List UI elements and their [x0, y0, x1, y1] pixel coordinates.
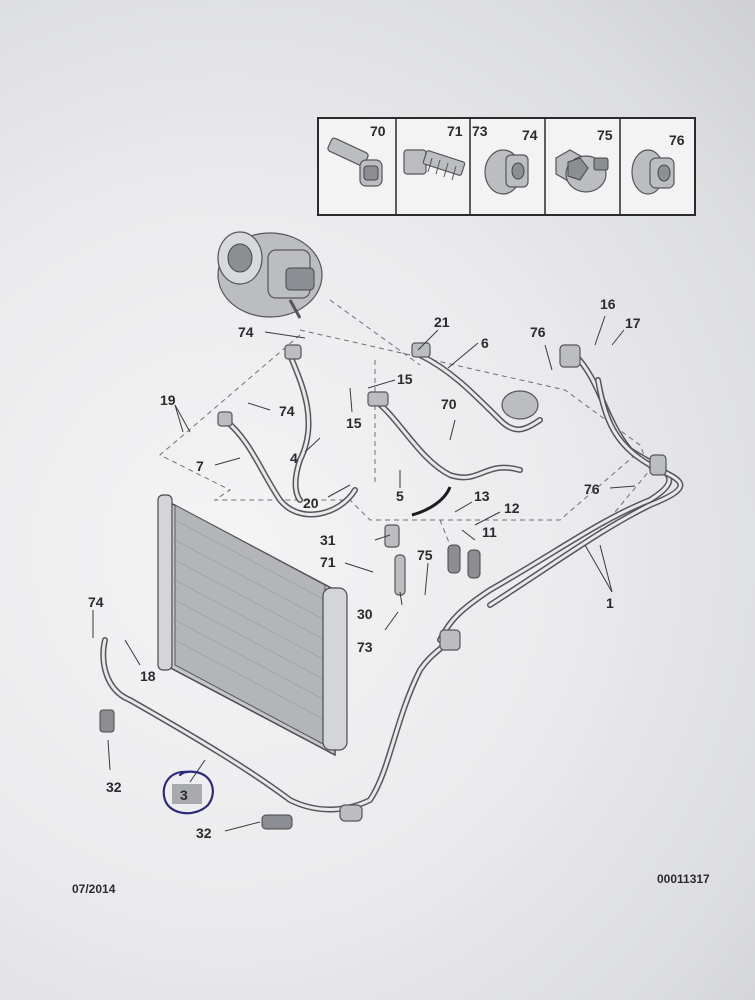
flange-nut-icon — [484, 149, 529, 195]
mounting-outline — [159, 299, 651, 546]
callout-74-mid: 74 — [279, 403, 295, 419]
stud-icon — [403, 149, 466, 181]
callout-32-bottom: 32 — [196, 825, 212, 841]
callout-74-left: 74 — [88, 594, 104, 610]
callout-71: 71 — [320, 554, 336, 570]
document-date: 07/2014 — [72, 882, 116, 896]
hardware-label-76: 76 — [669, 132, 685, 148]
callout-76-top: 76 — [530, 324, 546, 340]
hardware-label-70: 70 — [370, 123, 386, 139]
callout-16: 16 — [600, 296, 616, 312]
callout-6: 6 — [481, 335, 489, 351]
callout-15-upper: 15 — [397, 371, 413, 387]
condenser — [157, 494, 348, 757]
hardware-label-75: 75 — [597, 127, 613, 143]
callout-76-right: 76 — [584, 481, 600, 497]
callout-17: 17 — [625, 315, 641, 331]
bolt-icon — [327, 137, 383, 187]
callouts: 1 4 5 6 7 11 12 13 15 15 16 17 18 19 20 … — [88, 296, 641, 841]
callout-7: 7 — [196, 458, 204, 474]
hardware-label-74: 74 — [522, 127, 538, 143]
callout-5: 5 — [396, 488, 404, 504]
callout-20: 20 — [303, 495, 319, 511]
callout-32-left: 32 — [106, 779, 122, 795]
callout-31: 31 — [320, 532, 336, 548]
callout-4: 4 — [290, 450, 298, 466]
callout-11: 11 — [482, 524, 497, 540]
hardware-table: 70 71 73 74 75 — [317, 117, 696, 216]
callout-70: 70 — [441, 396, 457, 412]
callout-73: 73 — [357, 639, 373, 655]
circled-part-3: 3 — [162, 770, 214, 815]
flange-bolt-icon — [555, 149, 609, 193]
callout-15-lower: 15 — [346, 415, 362, 431]
nut-icon — [631, 149, 675, 195]
callout-19: 19 — [160, 392, 176, 408]
document-reference: 00011317 — [657, 872, 710, 886]
callout-12: 12 — [504, 500, 520, 516]
callout-75: 75 — [417, 547, 433, 563]
callout-21: 21 — [434, 314, 450, 330]
callout-1: 1 — [606, 595, 614, 611]
compressor — [217, 231, 323, 319]
callout-3: 3 — [180, 787, 188, 803]
callout-13: 13 — [474, 488, 490, 504]
callout-30: 30 — [357, 606, 373, 622]
callout-74-top: 74 — [238, 324, 254, 340]
hardware-label-71: 71 — [447, 123, 463, 139]
refrigerant-pipes — [99, 342, 684, 830]
callout-18: 18 — [140, 668, 156, 684]
hand-drawn-circle — [162, 770, 214, 815]
leader-lines — [92, 315, 636, 832]
hardware-label-73: 73 — [472, 123, 488, 139]
